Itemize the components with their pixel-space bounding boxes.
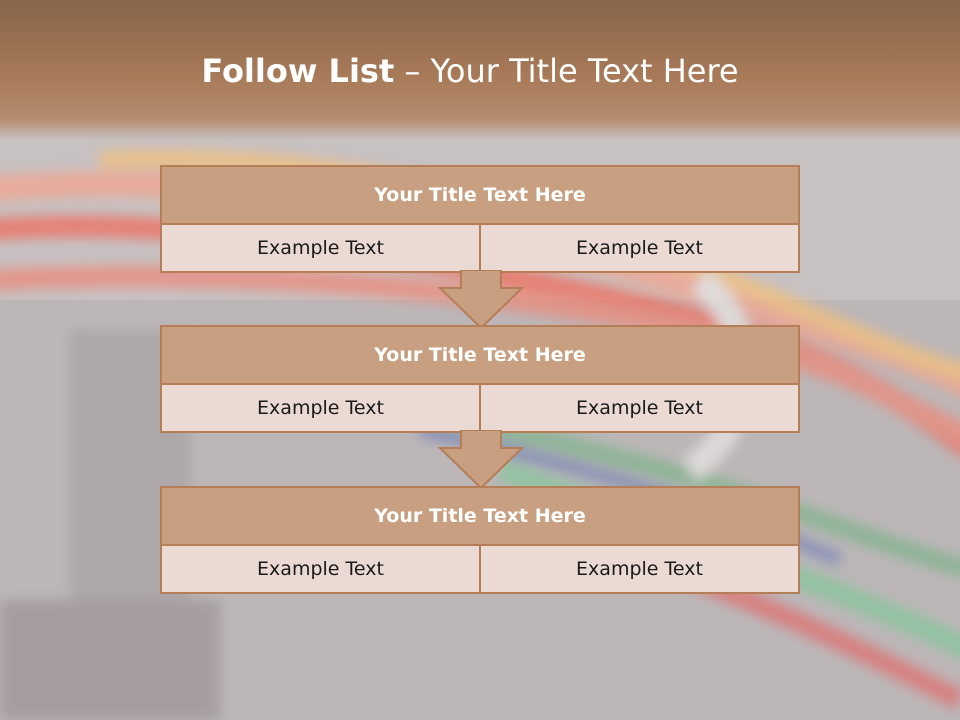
title-band bbox=[0, 0, 960, 140]
block-cell-left: Example Text bbox=[257, 397, 384, 419]
block-cell-right: Example Text bbox=[479, 385, 798, 431]
block-row: Example Text Example Text bbox=[162, 225, 798, 271]
block-title: Your Title Text Here bbox=[162, 167, 798, 225]
block-cell-left: Example Text bbox=[257, 558, 384, 580]
slide-title: Follow List – Your Title Text Here bbox=[0, 52, 940, 90]
block-cell-left: Example Text bbox=[257, 237, 384, 259]
down-arrow-icon bbox=[437, 430, 525, 490]
list-block-2: Your Title Text Here Example Text Exampl… bbox=[160, 325, 800, 433]
block-row: Example Text Example Text bbox=[162, 385, 798, 431]
block-cell-right: Example Text bbox=[479, 546, 798, 592]
slide-title-bold: Follow List bbox=[201, 52, 395, 90]
down-arrow-icon bbox=[437, 270, 525, 330]
block-title: Your Title Text Here bbox=[162, 327, 798, 385]
block-title: Your Title Text Here bbox=[162, 488, 798, 546]
block-row: Example Text Example Text bbox=[162, 546, 798, 592]
block-cell-right: Example Text bbox=[479, 225, 798, 271]
list-block-3: Your Title Text Here Example Text Exampl… bbox=[160, 486, 800, 594]
list-block-1: Your Title Text Here Example Text Exampl… bbox=[160, 165, 800, 273]
slide-title-rest: – Your Title Text Here bbox=[394, 52, 739, 90]
